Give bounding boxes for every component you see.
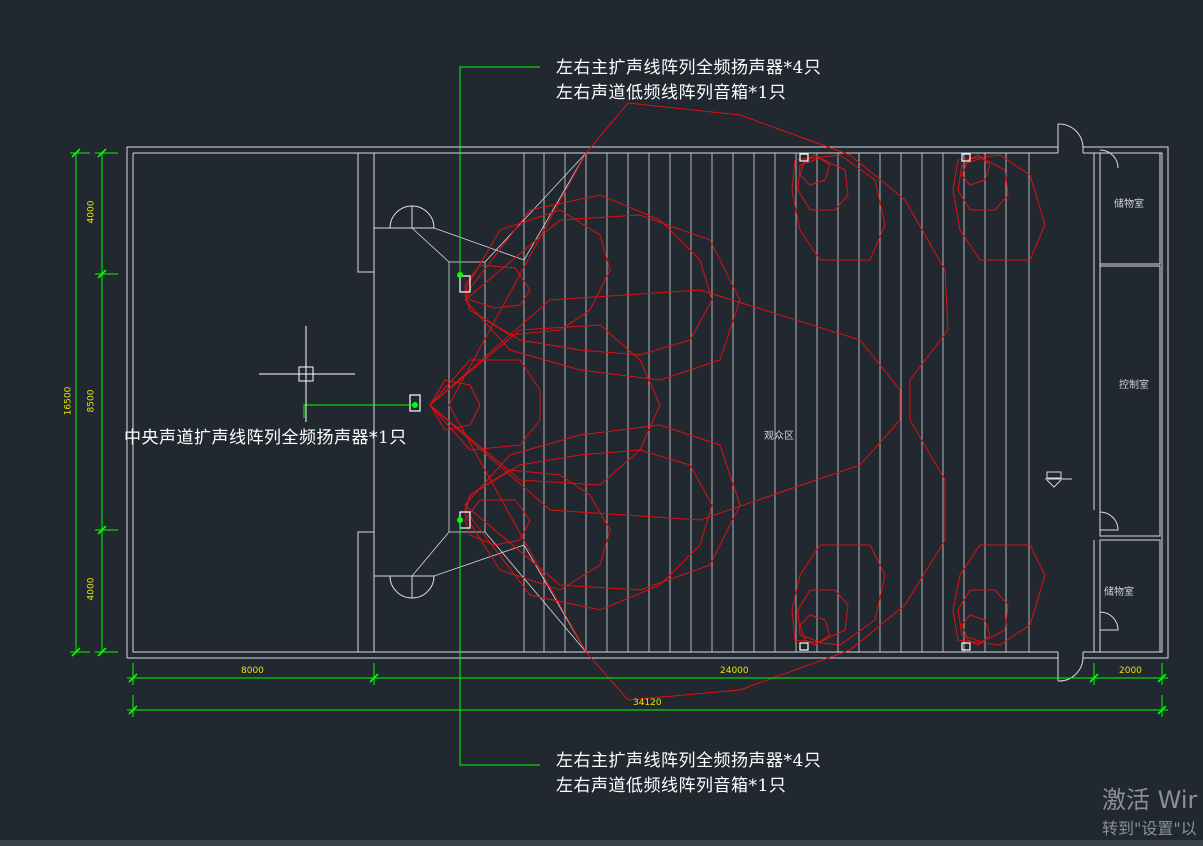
left-speaker-icon: [459, 275, 471, 293]
stage-sightlines: [411, 152, 587, 653]
dim-label-8000: 8000: [241, 666, 264, 676]
dim-label-24000: 24000: [720, 666, 749, 676]
ceiling-speaker-icon: [961, 642, 971, 651]
top-annotation-line1: 左右主扩声线阵列全频扬声器*4只: [556, 58, 822, 78]
dim-label-4000-bottom: 4000: [86, 577, 97, 601]
dim-label-8500: 8500: [86, 389, 97, 413]
activation-watermark-title: 激活 Wir: [1102, 786, 1198, 814]
seating-rows: [523, 153, 1030, 652]
leader-lines: [303, 66, 540, 766]
center-speaker-icon: [409, 394, 421, 412]
activation-watermark-subtitle: 转到"设置"以: [1102, 819, 1197, 838]
room-label-storage-bottom: 储物室: [1104, 587, 1134, 598]
dim-label-16500: 16500: [63, 386, 74, 416]
top-annotation-line2: 左右声道低频线阵列音箱*1只: [556, 83, 787, 103]
center-annotation: 中央声道扩声线阵列全频扬声器*1只: [124, 428, 407, 448]
bottom-annotation-line1: 左右主扩声线阵列全频扬声器*4只: [556, 751, 822, 771]
bottom-annotation-line2: 左右声道低频线阵列音箱*1只: [556, 776, 787, 796]
building-walls: [126, 123, 1169, 682]
room-label-audience: 观众区: [764, 431, 794, 442]
dim-label-4000-top: 4000: [86, 200, 97, 224]
coverage-contours: [429, 102, 1046, 701]
crosshair-cursor-icon: [259, 326, 355, 422]
ceiling-speaker-icon: [961, 153, 971, 162]
room-label-control: 控制室: [1119, 380, 1149, 391]
ceiling-speaker-icon: [799, 642, 809, 651]
dim-label-2000: 2000: [1119, 666, 1142, 676]
marker-icon: [1045, 471, 1072, 488]
ceiling-speaker-icon: [799, 153, 809, 162]
bottom-status-strip: [0, 840, 1203, 846]
dimension-lines: [70, 152, 1168, 717]
dimension-ticks: [71, 148, 1167, 715]
dim-label-34120: 34120: [633, 698, 662, 708]
room-label-storage-top: 储物室: [1114, 199, 1144, 210]
speakers: [409, 153, 971, 651]
